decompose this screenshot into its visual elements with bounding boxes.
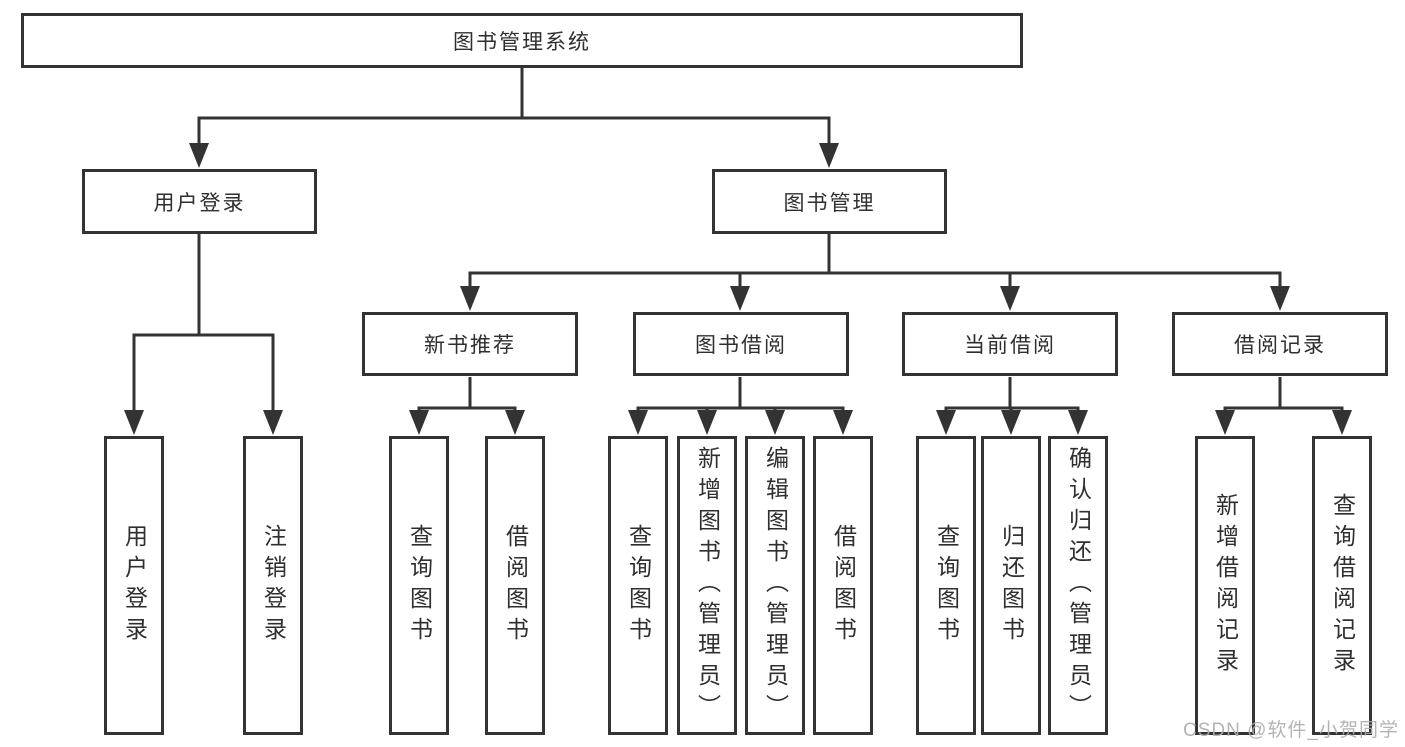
node-label: 图书管理系统	[453, 30, 591, 54]
leaf-label: 确认归还（管理员）	[1065, 446, 1092, 725]
leaf-label: 新增借阅记录	[1212, 492, 1239, 679]
arrowhead	[1215, 410, 1235, 435]
node-label: 图书管理	[783, 191, 876, 215]
leaf-borrow-book-1: 借阅图书	[485, 436, 545, 735]
leaf-label: 归还图书	[998, 523, 1025, 648]
leaf-borrow-book-2: 借阅图书	[813, 436, 873, 735]
node-book-management: 图书管理	[712, 169, 947, 234]
arrowhead	[1001, 410, 1021, 435]
arrowhead	[628, 410, 648, 435]
connector-borrowrecord-to-leaves	[1223, 377, 1344, 417]
leaf-label: 注销登录	[260, 523, 287, 648]
connector-bookborrow-to-leaves	[636, 377, 845, 417]
node-label: 当前借阅	[964, 334, 1056, 357]
arrowhead	[189, 143, 209, 168]
leaf-return-book: 归还图书	[981, 436, 1041, 735]
arrowhead	[833, 410, 853, 435]
arrowhead	[697, 410, 717, 435]
connector-strokes	[132, 68, 1344, 417]
leaf-label: 新增图书（管理员）	[694, 446, 721, 725]
leaf-user-login: 用户登录	[104, 436, 164, 735]
arrowhead	[460, 286, 480, 311]
arrowhead	[1332, 410, 1352, 435]
arrowheads	[124, 143, 1352, 435]
leaf-label: 查询图书	[406, 523, 433, 648]
leaf-confirm-return-admin: 确认归还（管理员）	[1048, 436, 1108, 735]
arrowhead	[1270, 286, 1290, 311]
node-current-borrow: 当前借阅	[902, 312, 1118, 376]
node-label: 借阅记录	[1234, 334, 1326, 357]
node-user-login: 用户登录	[82, 169, 317, 234]
leaf-add-book-admin: 新增图书（管理员）	[677, 436, 737, 735]
connector-root-to-level2	[197, 68, 831, 150]
node-label: 用户登录	[153, 191, 246, 215]
leaf-label: 编辑图书（管理员）	[762, 446, 789, 725]
leaf-edit-book-admin: 编辑图书（管理员）	[745, 436, 805, 735]
arrowhead	[263, 410, 283, 435]
leaf-label: 查询图书	[625, 523, 652, 648]
arrowhead	[1068, 410, 1088, 435]
leaf-label: 借阅图书	[502, 523, 529, 648]
leaf-query-borrow-record: 查询借阅记录	[1312, 436, 1372, 735]
leaf-add-borrow-record: 新增借阅记录	[1195, 436, 1255, 735]
connector-userlogin-to-leaves	[132, 234, 275, 417]
arrowhead	[124, 410, 144, 435]
node-new-book-recommend: 新书推荐	[362, 312, 578, 376]
leaf-label: 借阅图书	[830, 523, 857, 648]
leaf-label: 查询图书	[933, 523, 960, 648]
leaf-label: 查询借阅记录	[1329, 492, 1356, 679]
node-label: 图书借阅	[695, 334, 787, 357]
node-borrow-record: 借阅记录	[1172, 312, 1388, 376]
node-library-management-system: 图书管理系统	[21, 13, 1023, 68]
leaf-label: 用户登录	[121, 523, 148, 648]
connector-newbook-to-leaves	[417, 377, 517, 417]
csdn-watermark: CSDN @软件_小贺同学	[1183, 720, 1399, 741]
arrowhead	[765, 410, 785, 435]
leaf-query-book-2: 查询图书	[608, 436, 668, 735]
arrowhead	[936, 410, 956, 435]
leaf-query-book-1: 查询图书	[389, 436, 449, 735]
node-label: 新书推荐	[424, 334, 516, 357]
leaf-query-book-3: 查询图书	[916, 436, 976, 735]
arrowhead	[409, 410, 429, 435]
arrowhead	[730, 286, 750, 311]
arrowhead	[819, 143, 839, 168]
arrowhead	[1000, 286, 1020, 311]
arrowhead	[505, 410, 525, 435]
node-book-borrow: 图书借阅	[633, 312, 849, 376]
leaf-logout: 注销登录	[243, 436, 303, 735]
connector-bookmgmt-to-level3	[468, 234, 1282, 293]
